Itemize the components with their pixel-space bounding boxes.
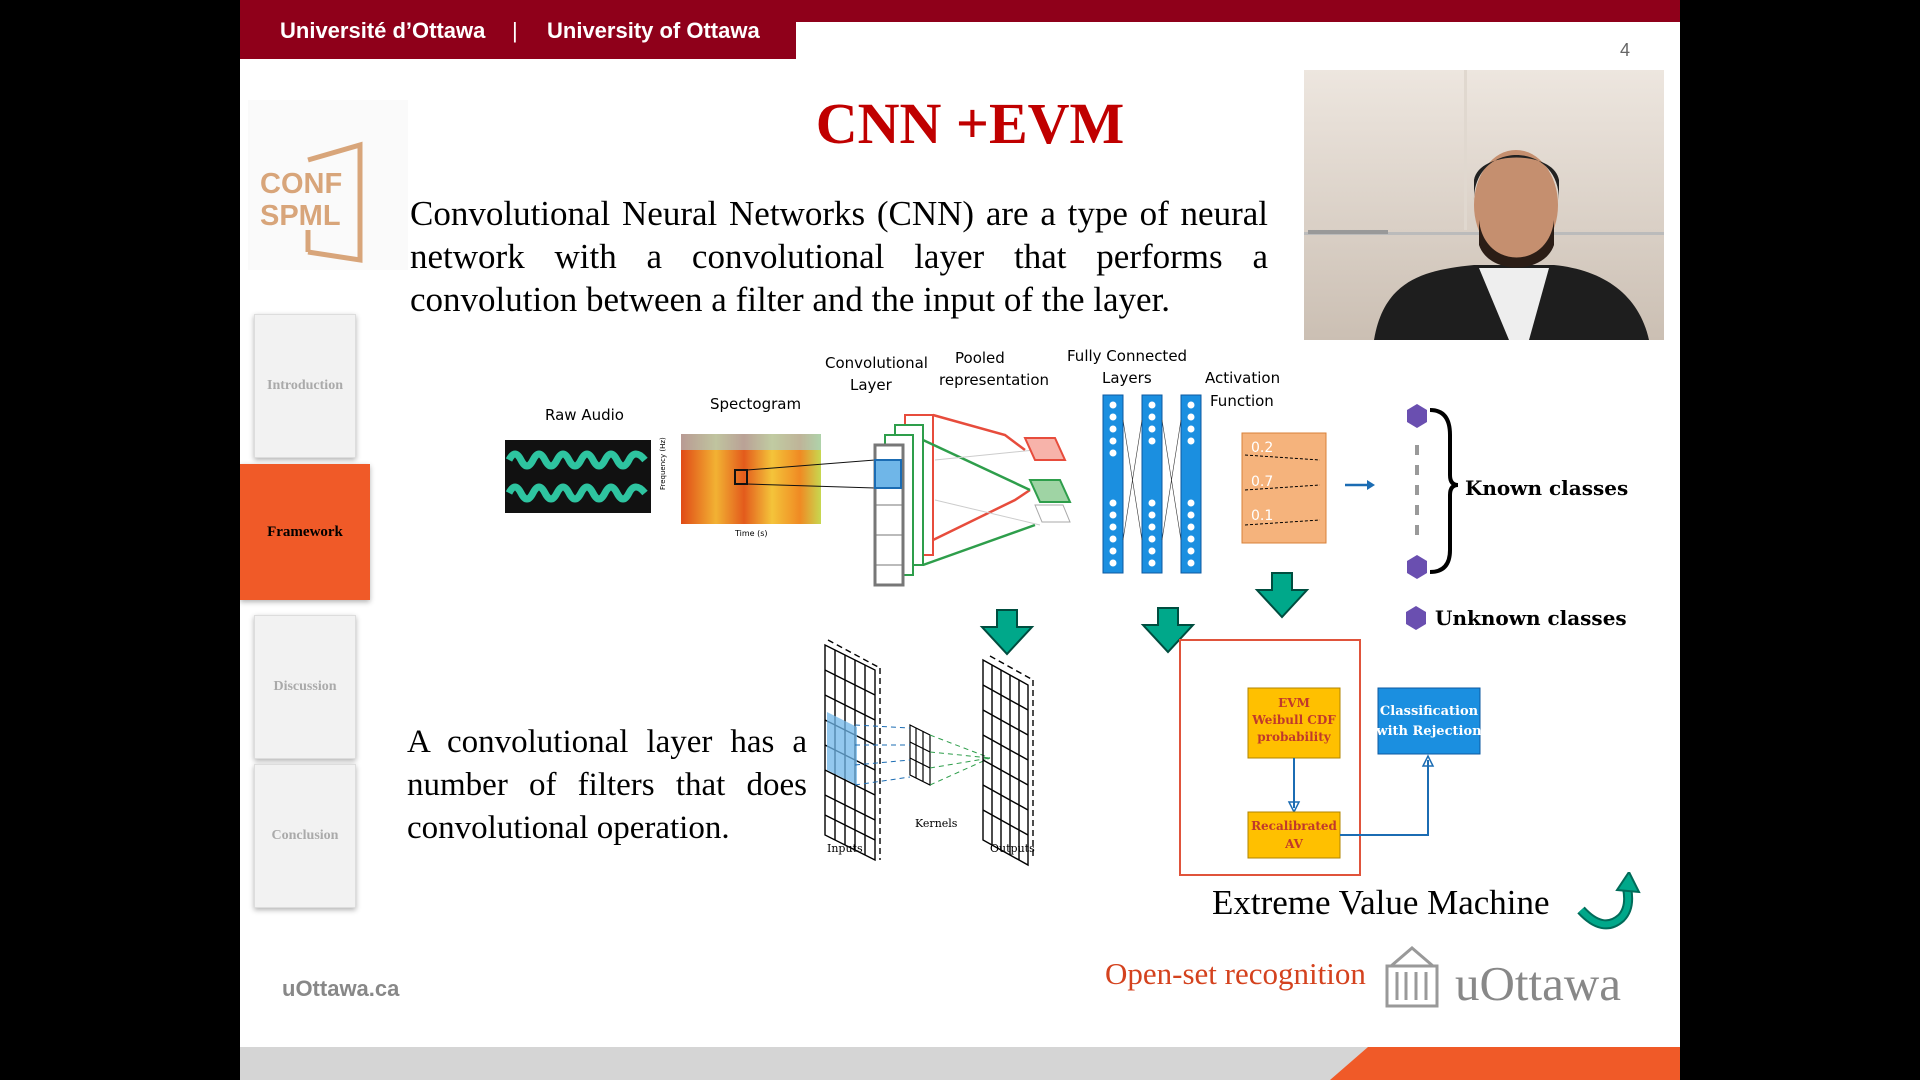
classification-box-line2: with Rejection xyxy=(1375,724,1482,739)
unknown-class-icon xyxy=(1406,606,1426,630)
conv-paragraph: A convolutional layer has a number of fi… xyxy=(407,724,807,846)
slide-title: CNN +EVM xyxy=(815,91,1125,156)
pooled-representation-icon xyxy=(1023,437,1072,523)
evm-box-line1: EVM xyxy=(1278,696,1310,710)
evm-box-line2: Weibull CDF xyxy=(1251,713,1336,727)
activation-value-3: 0.1 xyxy=(1251,508,1273,524)
header-en: University of Ottawa xyxy=(547,18,760,43)
activation-value-1: 0.2 xyxy=(1251,440,1273,456)
label-inputs: Inputs xyxy=(827,842,863,855)
label-fc-1: Fully Connected xyxy=(1067,347,1187,365)
footer-url[interactable]: uOttawa.ca xyxy=(282,976,400,1001)
label-kernels: Kernels xyxy=(915,817,958,830)
nav-framework[interactable]: Framework xyxy=(240,464,370,600)
nav-conclusion[interactable]: Conclusion xyxy=(254,764,356,908)
label-raw-audio: Raw Audio xyxy=(545,406,624,424)
convolution-illustration: Inputs Kernels Outputs xyxy=(824,639,1035,867)
evm-box-line3: probability xyxy=(1257,730,1331,744)
university-header: Université d’Ottawa | University of Otta… xyxy=(240,0,796,59)
down-arrow-icon xyxy=(1140,607,1196,654)
intro-paragraph: Convolutional Neural Networks (CNN) are … xyxy=(410,194,1268,319)
known-classes-group-icon xyxy=(1407,404,1459,579)
uottawa-wordmark: uOttawa xyxy=(1455,956,1621,1011)
down-arrow-icon xyxy=(979,609,1035,656)
header-separator: | xyxy=(512,18,518,43)
nav-introduction[interactable]: Introduction xyxy=(254,314,356,458)
header-fr: Université d’Ottawa xyxy=(280,18,486,43)
footer-orange-band xyxy=(1330,1047,1680,1080)
recal-box-line2: AV xyxy=(1284,837,1303,851)
raw-audio-waveform-icon xyxy=(505,440,651,513)
presenter-video-image xyxy=(1304,70,1664,340)
slide: Université d’Ottawa | University of Otta… xyxy=(240,0,1680,1080)
label-conv-layer-2: Layer xyxy=(850,376,893,394)
label-time-axis: Time (s) xyxy=(734,529,768,538)
label-activation-2: Function xyxy=(1210,392,1274,410)
activation-value-2: 0.7 xyxy=(1251,474,1273,490)
arrow-right-icon xyxy=(1345,480,1375,490)
down-arrow-icon xyxy=(1254,572,1310,619)
activation-function-box: 0.2 0.7 0.1 xyxy=(1241,432,1327,544)
openset-caption: Open-set recognition xyxy=(1105,956,1366,991)
recal-box-line1: Recalibrated xyxy=(1251,819,1337,833)
label-activation-1: Activation xyxy=(1205,369,1280,387)
label-unknown-classes: Unknown classes xyxy=(1435,606,1627,630)
label-spectogram: Spectogram xyxy=(710,395,801,413)
conv-layer-stack-icon xyxy=(873,414,934,587)
evm-flow-box: EVM Weibull CDF probability Recalibrated… xyxy=(1179,639,1482,876)
label-pooled-1: Pooled xyxy=(955,349,1005,367)
label-known-classes: Known classes xyxy=(1465,476,1628,500)
curved-arrow-icon xyxy=(1577,872,1641,930)
label-conv-layer-1: Convolutional xyxy=(825,354,928,372)
label-pooled-2: representation xyxy=(939,371,1049,389)
cnn-evm-diagram: Convolutional Layer Pooled representatio… xyxy=(505,340,1635,880)
classification-box-line1: Classification xyxy=(1380,704,1479,719)
conf-logo-text: CONF SPML xyxy=(260,168,343,232)
conference-logo: CONF SPML xyxy=(248,100,408,270)
uottawa-building-logo-icon xyxy=(1385,946,1439,1008)
evm-caption: Extreme Value Machine xyxy=(1212,883,1550,922)
label-fc-2: Layers xyxy=(1102,369,1152,387)
label-outputs: Outputs xyxy=(990,842,1035,855)
slide-number: 4 xyxy=(1620,40,1631,60)
spectrogram-image-icon: Frequency (Hz) Time (s) xyxy=(659,434,821,538)
conf-logo-frame-icon xyxy=(305,141,363,263)
label-freq-axis: Frequency (Hz) xyxy=(659,437,667,490)
nav-discussion[interactable]: Discussion xyxy=(254,615,356,759)
fully-connected-layers-icon xyxy=(1102,394,1202,574)
presenter-webcam xyxy=(1304,70,1664,340)
